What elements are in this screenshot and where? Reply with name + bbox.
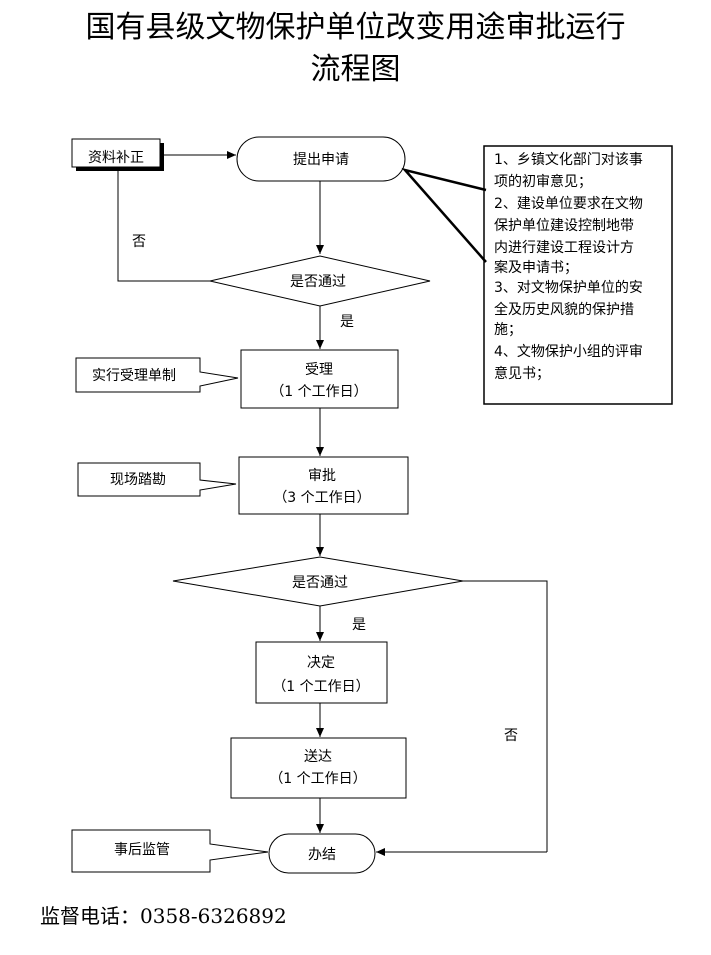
- materials-line9: 施；: [494, 322, 522, 338]
- finish-note-callout: 事后监管: [71, 829, 269, 873]
- review-days: （3 个工作日）: [273, 490, 370, 506]
- review-box: 审批 （3 个工作日）: [238, 456, 409, 515]
- decide-days: （1 个工作日）: [272, 679, 369, 695]
- materials-line6: 案及申请书；: [494, 259, 578, 276]
- materials-line3: 2、建设单位要求在文物: [494, 196, 643, 212]
- apply-label: 提出申请: [293, 152, 349, 168]
- materials-line10: 4、文物保护小组的评审: [494, 344, 643, 360]
- accept-note: 实行受理单制: [92, 368, 176, 384]
- no2-label: 否: [504, 728, 518, 744]
- materials-box: 1、乡镇文化部门对该事 项的初审意见； 2、建设单位要求在文物 保护单位建设控制…: [401, 145, 673, 405]
- supplement-label: 资料补正: [88, 150, 144, 166]
- decide-label: 决定: [307, 655, 335, 671]
- connectors: [117, 151, 548, 856]
- deliver-label: 送达: [304, 749, 332, 765]
- materials-line4: 保护单位建设控制地带: [494, 218, 634, 234]
- accept-days: （1 个工作日）: [270, 384, 367, 400]
- accept-label: 受理: [305, 362, 333, 378]
- check1-diamond: 是否通过: [209, 255, 431, 307]
- supervision-phone: 监督电话：0358-6326892: [40, 904, 287, 928]
- yes1-label: 是: [340, 314, 354, 330]
- finish-note: 事后监管: [114, 842, 170, 858]
- finish-label: 办结: [308, 847, 336, 863]
- materials-line1: 1、乡镇文化部门对该事: [494, 152, 643, 168]
- apply-node: 提出申请: [236, 136, 406, 182]
- check1-label: 是否通过: [290, 274, 346, 290]
- accept-box: 受理 （1 个工作日）: [240, 349, 399, 409]
- review-note-callout: 现场踏勘: [77, 462, 237, 497]
- page-title-line2: 流程图: [310, 52, 401, 87]
- materials-line11: 意见书；: [494, 365, 550, 382]
- yes2-label: 是: [352, 617, 366, 633]
- page-title-line1: 国有县级文物保护单位改变用途审批运行: [85, 10, 626, 45]
- no1-label: 否: [132, 234, 146, 250]
- deliver-days: （1 个工作日）: [269, 771, 366, 787]
- materials-line5: 内进行建设工程设计方: [494, 240, 634, 256]
- check2-label: 是否通过: [292, 575, 348, 591]
- decide-box: 决定 （1 个工作日）: [255, 641, 388, 704]
- materials-line8: 全及历史风貌的保护措: [494, 301, 634, 318]
- finish-node: 办结: [268, 833, 376, 874]
- supplement-box: 资料补正: [71, 138, 164, 171]
- accept-note-callout: 实行受理单制: [75, 357, 239, 393]
- review-note: 现场踏勘: [110, 472, 166, 488]
- review-label: 审批: [308, 468, 336, 484]
- deliver-box: 送达 （1 个工作日）: [230, 737, 407, 799]
- materials-line7: 3、对文物保护单位的安: [494, 280, 643, 296]
- check2-diamond: 是否通过: [172, 556, 464, 607]
- materials-line2: 项的初审意见；: [494, 173, 592, 190]
